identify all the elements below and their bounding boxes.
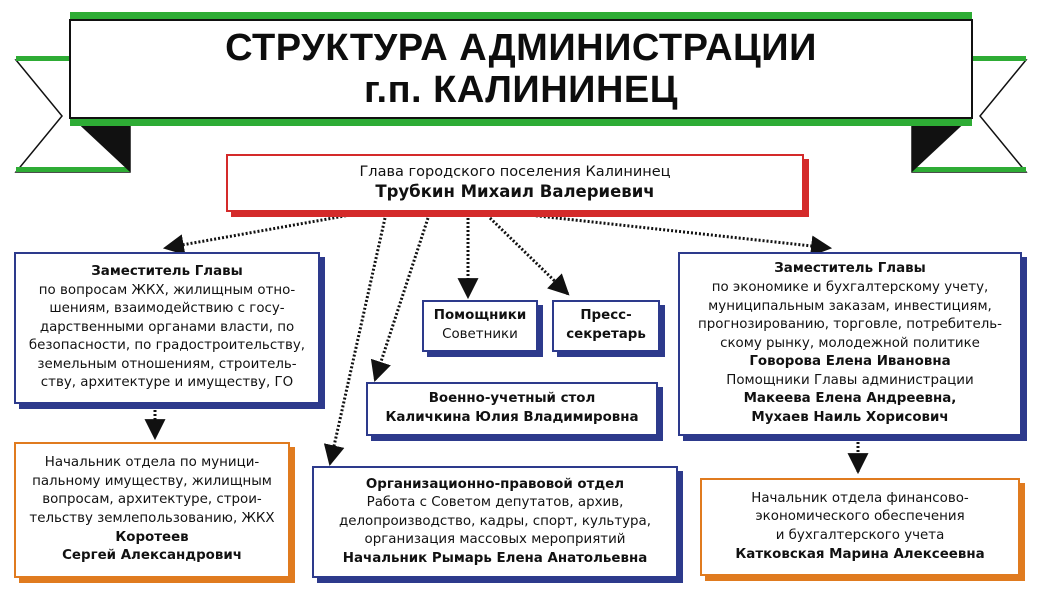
deputy-left-line: дарственными органами власти, по (39, 319, 295, 335)
deputy-left-line: по вопросам ЖКХ, жилищным отно- (38, 282, 296, 298)
head-box: Глава городского поселения Калининец Тру… (226, 154, 804, 212)
military-name: Каличкина Юлия Владимировна (385, 410, 639, 425)
assistants-line-1: Помощники (433, 308, 527, 324)
deputy-right-helpers-label: Помощники Главы администрации (726, 372, 974, 388)
connector-head-deputy-left (162, 213, 351, 256)
connector-head-deputy-right (519, 212, 833, 257)
dept-right-box: Начальник отдела финансово- экономическо… (700, 478, 1020, 576)
press-line-2: секретарь (566, 327, 646, 342)
press-line-1: Пресс- (580, 308, 632, 324)
dept-left-line: тельству землепользованию, ЖКХ (29, 511, 275, 526)
dept-left-line: пальному имуществу, жилищным (32, 473, 272, 489)
ribbon-main (69, 12, 973, 126)
deputy-left-box: Заместитель Главы по вопросам ЖКХ, жилищ… (14, 252, 320, 404)
assistants-line-2: Советники (442, 327, 518, 342)
dept-right-line: и бухгалтерского учета (775, 528, 945, 543)
org-dept-title: Организационно-правовой отдел (365, 476, 625, 492)
dept-left-line: Начальник отдела по муници- (44, 455, 260, 471)
banner-title: СТРУКТУРА АДМИНИСТРАЦИИ г.п. КАЛИНИНЕЦ (70, 22, 972, 116)
deputy-right-helper-2: Мухаев Наиль Хорисович (751, 410, 949, 426)
deputy-right-name: Говорова Елена Ивановна (749, 354, 951, 370)
dept-right-name: Катковская Марина Алексеевна (735, 546, 985, 562)
deputy-right-box: Заместитель Главы по экономике и бухгалт… (678, 252, 1022, 436)
title-line-1: СТРУКТУРА АДМИНИСТРАЦИИ (225, 27, 817, 69)
dept-left-line: вопросам, архитектуре, строи- (42, 492, 262, 508)
dept-right-line: экономического обеспечения (755, 509, 965, 525)
org-dept-line: делопроизводство, кадры, спорт, культура… (338, 513, 652, 529)
deputy-left-line: земельным отношениям, строитель- (37, 356, 297, 372)
deputy-right-line: прогнозированию, торговле, потребитель- (698, 317, 1002, 333)
head-name: Трубкин Михаил Валериевич (375, 182, 655, 202)
press-box: Пресс- секретарь (552, 300, 660, 352)
deputy-right-line: по экономике и бухгалтерскому учету, (711, 279, 989, 295)
deputy-right-helper-1: Макеева Елена Андреевна, (743, 391, 957, 407)
connector-head-military (370, 217, 430, 382)
deputy-left-line: ству, архитектуре и имуществу, ГО (40, 375, 294, 391)
dept-left-name-2: Сергей Александрович (62, 548, 242, 564)
connector-head-press (488, 216, 570, 296)
dept-left-name-1: Коротеев (115, 529, 189, 545)
org-dept-line: организация массовых мероприятий (364, 532, 626, 548)
deputy-left-line: безопасности, по градостроительству, (28, 338, 306, 354)
head-position: Глава городского поселения Калининец (359, 163, 671, 180)
org-dept-head: Начальник Рымарь Елена Анатольевна (342, 550, 648, 566)
deputy-right-line: муниципальным заказам, инвестициям, (708, 298, 992, 314)
deputy-left-line: шениям, взаимодействию с госу- (49, 301, 285, 317)
dept-left-box: Начальник отдела по муници- пальному иму… (14, 442, 290, 578)
org-dept-box: Организационно-правовой отдел Работа с С… (312, 466, 678, 578)
deputy-right-title: Заместитель Главы (774, 261, 926, 277)
assistants-box: Помощники Советники (422, 300, 538, 352)
title-line-2: г.п. КАЛИНИНЕЦ (363, 69, 679, 111)
deputy-right-line: скому рынку, молодежной политике (720, 335, 980, 351)
deputy-left-title: Заместитель Главы (91, 263, 243, 279)
military-title: Военно-учетный стол (428, 391, 596, 407)
military-box: Военно-учетный стол Каличкина Юлия Влади… (366, 382, 658, 436)
org-dept-line: Работа с Советом депутатов, архив, (366, 495, 624, 511)
dept-right-line: Начальник отдела финансово- (751, 490, 969, 506)
